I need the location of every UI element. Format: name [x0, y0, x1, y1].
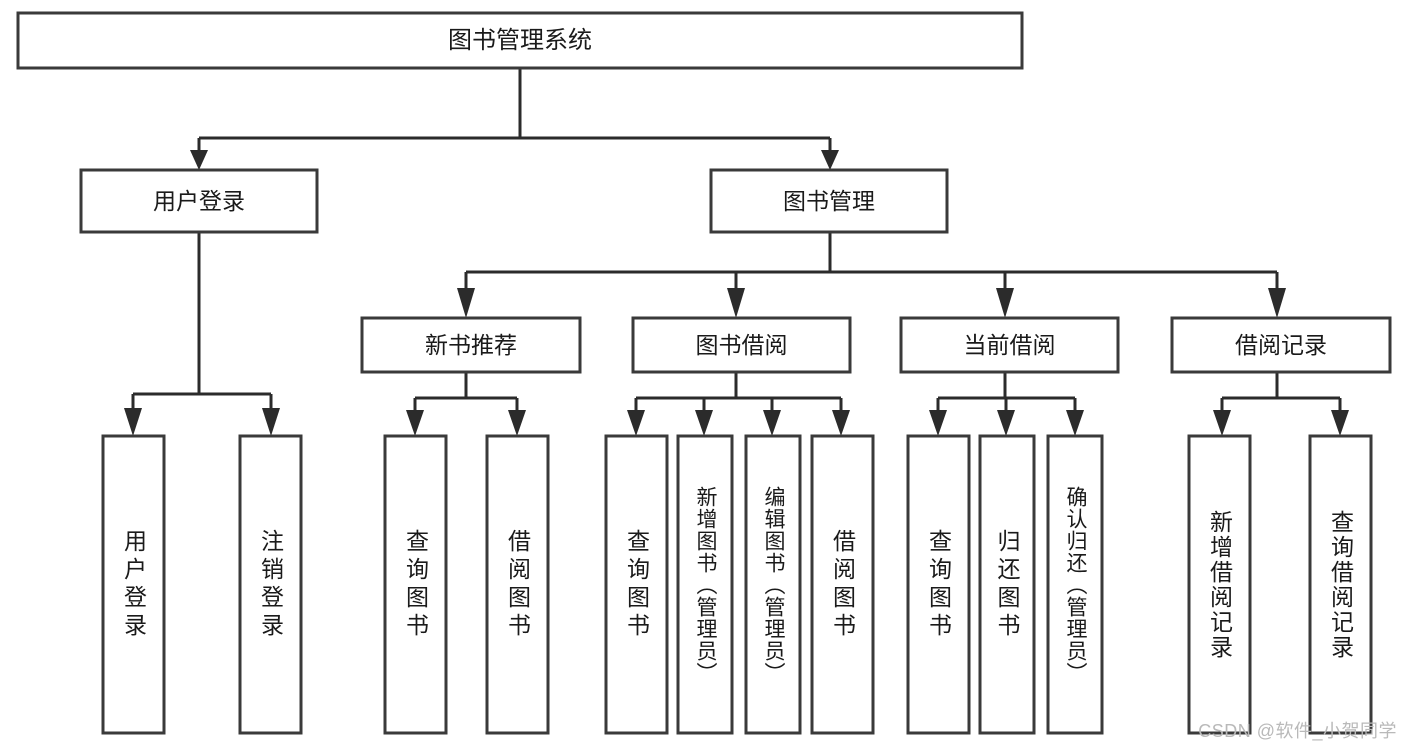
node-box-leaf-add-borrow-record[interactable] [1187, 434, 1252, 735]
connector-group-current-borrow [929, 372, 1084, 436]
arrow-head-new-book-rec [457, 288, 475, 318]
watermark-text: CSDN @软件_小贺同学 [1198, 721, 1397, 741]
arrow-head-leaf-add-borrow-record [1213, 410, 1231, 436]
arrow-head-leaf-query-book-1 [406, 410, 424, 436]
arrow-head-leaf-borrow-book-1 [508, 410, 526, 436]
arrow-head-leaf-borrow-book-2 [832, 410, 850, 436]
node-box-borrow-record[interactable] [1170, 316, 1392, 374]
arrow-head-user-login [190, 150, 208, 170]
node-box-new-book-recommend[interactable] [360, 316, 582, 374]
node-box-leaf-user-login[interactable] [101, 434, 166, 735]
arrow-head-current-borrow [996, 288, 1014, 318]
arrow-head-leaf-edit-book [763, 410, 781, 436]
node-box-leaf-query-book-2[interactable] [604, 434, 669, 735]
node-box-leaf-edit-book[interactable] [744, 434, 802, 735]
node-box-leaf-return-book[interactable] [978, 434, 1036, 735]
arrow-head-leaf-query-book-2 [627, 410, 645, 436]
connector-group-user-login [124, 232, 280, 436]
node-box-leaf-add-book[interactable] [676, 434, 734, 735]
node-box-leaf-query-book-3[interactable] [906, 434, 971, 735]
node-box-root[interactable] [16, 11, 1024, 70]
node-box-leaf-confirm-return[interactable] [1046, 434, 1104, 735]
connector-group-borrow-record [1213, 372, 1349, 436]
node-box-current-borrow[interactable] [899, 316, 1120, 374]
arrow-head-leaf-logout [262, 408, 280, 436]
arrow-head-book-mgmt [821, 150, 839, 170]
arrow-head-leaf-confirm-return [1066, 410, 1084, 436]
connector-group-book-mgmt [457, 232, 1286, 318]
arrow-head-borrow-record [1268, 288, 1286, 318]
arrow-head-leaf-user-login [124, 408, 142, 436]
connector-group-root [190, 68, 839, 170]
arrow-head-leaf-query-borrow-record [1331, 410, 1349, 436]
node-box-leaf-query-borrow-record[interactable] [1308, 434, 1373, 735]
node-box-leaf-query-book-1[interactable] [383, 434, 448, 735]
node-box-user-login[interactable] [79, 168, 319, 234]
node-box-book-management[interactable] [709, 168, 949, 234]
node-box-leaf-logout[interactable] [238, 434, 303, 735]
arrow-head-book-borrow [727, 288, 745, 318]
arrow-head-leaf-return-book [997, 410, 1015, 436]
node-box-leaf-borrow-book-2[interactable] [810, 434, 875, 735]
arrow-head-leaf-query-book-3 [929, 410, 947, 436]
arrow-head-leaf-add-book [695, 410, 713, 436]
node-box-book-borrow[interactable] [631, 316, 852, 374]
node-box-leaf-borrow-book-1[interactable] [485, 434, 550, 735]
connector-group-book-borrow [627, 372, 850, 436]
connector-group-new-book-rec [406, 372, 526, 436]
